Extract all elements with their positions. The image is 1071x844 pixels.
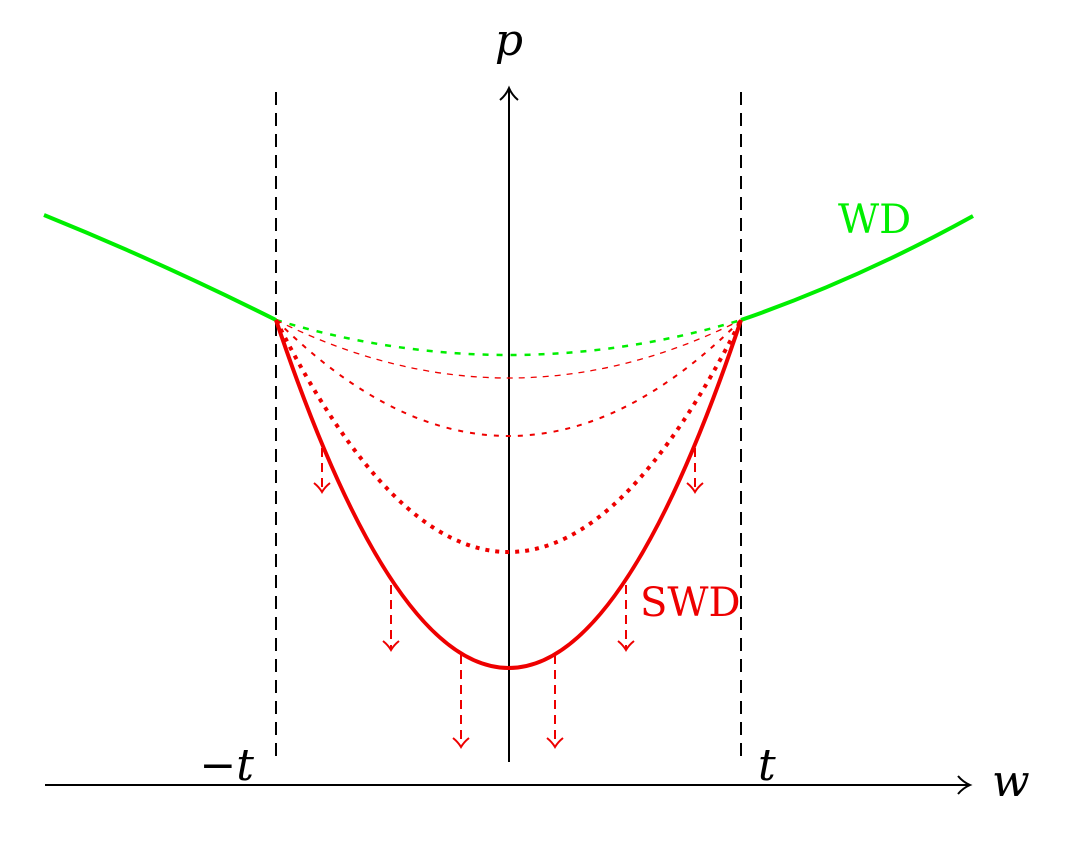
swd-curve xyxy=(274,319,743,670)
intermediate-curve-2 xyxy=(275,319,742,437)
descent-arrow xyxy=(546,655,564,749)
y-axis-arrowhead xyxy=(499,85,519,101)
descent-arrow xyxy=(686,448,704,494)
wd-curve-left xyxy=(43,213,277,322)
wd-curve-right xyxy=(740,214,974,322)
x-axis-arrowhead xyxy=(957,775,973,795)
right-threshold-label: t xyxy=(758,740,776,791)
descent-arrow xyxy=(382,585,400,652)
intermediate-curve-3 xyxy=(274,319,743,554)
descent-arrow xyxy=(452,655,470,749)
left-threshold-label: −t xyxy=(199,740,254,791)
x-axis-label: w xyxy=(992,756,1030,807)
descent-arrows xyxy=(313,448,704,749)
wd-label: WD xyxy=(838,197,911,243)
intermediate-curve-1 xyxy=(275,319,742,379)
descent-arrow xyxy=(617,585,635,652)
swd-label: SWD xyxy=(640,580,741,626)
y-axis-label: p xyxy=(495,15,523,66)
descent-arrow xyxy=(313,448,331,494)
wd-curve-interior xyxy=(275,318,742,357)
